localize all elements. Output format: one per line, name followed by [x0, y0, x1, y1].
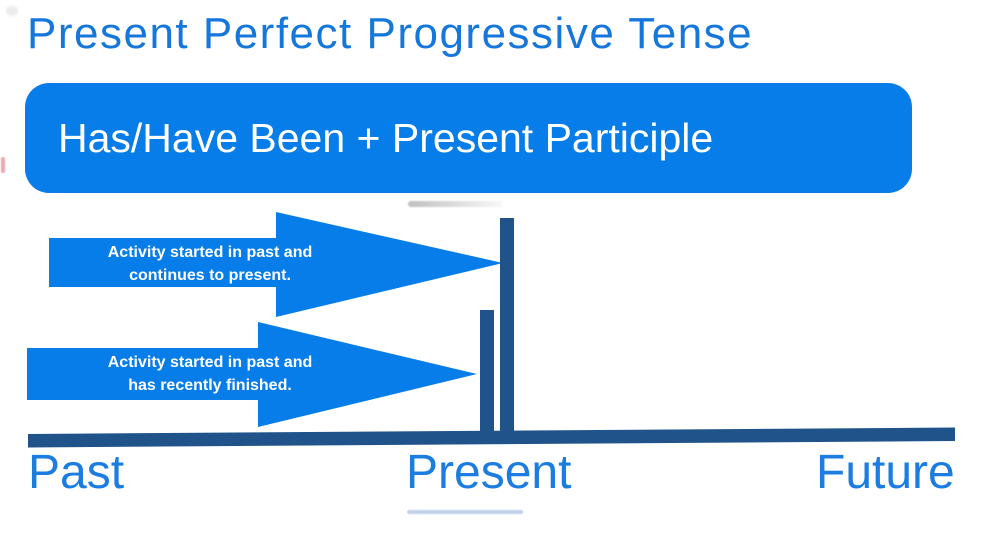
arrow-continues-line1: Activity started in past and [107, 244, 313, 261]
present-marker-tall [500, 218, 514, 431]
page-title: Present Perfect Progressive Tense [27, 9, 754, 58]
arrow-continues-line2: continues to present. [129, 267, 291, 284]
arrow-activity-finished [27, 322, 477, 427]
arrow-activity-continues [49, 212, 503, 317]
timeline-label-present: Present [406, 446, 572, 499]
formula-banner: Has/Have Been + Present Participle [25, 83, 912, 193]
arrow-finished-line2: has recently finished. [128, 377, 292, 394]
arrow-finished-label: Activity started in past and has recentl… [50, 351, 370, 397]
arrow-continues-label: Activity started in past and continues t… [50, 241, 370, 287]
timeline-label-future: Future [816, 446, 955, 499]
timeline-axis [28, 427, 955, 448]
formula-text: Has/Have Been + Present Participle [58, 115, 714, 161]
timeline-label-past: Past [28, 446, 125, 499]
arrow-finished-line1: Activity started in past and [107, 354, 313, 371]
present-marker-short [480, 310, 494, 431]
